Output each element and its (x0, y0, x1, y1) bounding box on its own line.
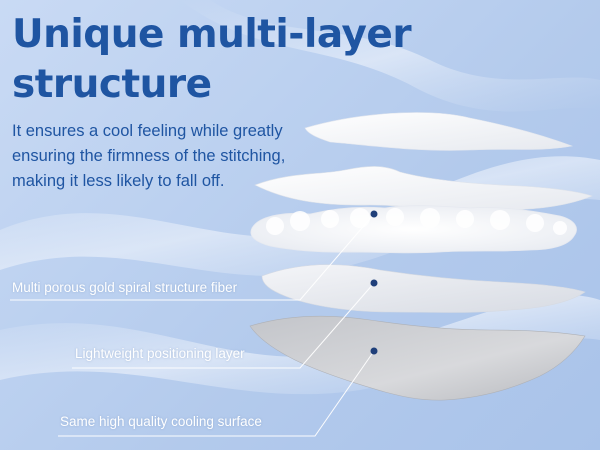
top-fabric-sheet (304, 112, 574, 151)
white-sheet-layer (254, 166, 593, 211)
leader-dot (370, 347, 378, 355)
leader-dot (370, 210, 378, 218)
layer-label-cooling: Same high quality cooling surface (60, 414, 262, 429)
silk-fold (0, 295, 600, 395)
silk-fold (180, 0, 600, 112)
leader-dot (370, 279, 378, 287)
page-title: Unique multi-layer structure (12, 12, 412, 107)
perforated-sheet-layer (261, 264, 586, 313)
gray-cooling-layer (249, 315, 586, 401)
description-text: It ensures a cool feeling while greatly … (12, 122, 286, 190)
layer-label-positioning: Lightweight positioning layer (75, 346, 245, 361)
leader-line (58, 350, 375, 437)
leader-line (72, 282, 375, 369)
layer-label-fiber: Multi porous gold spiral structure fiber (12, 280, 238, 295)
leader-line (10, 213, 375, 301)
